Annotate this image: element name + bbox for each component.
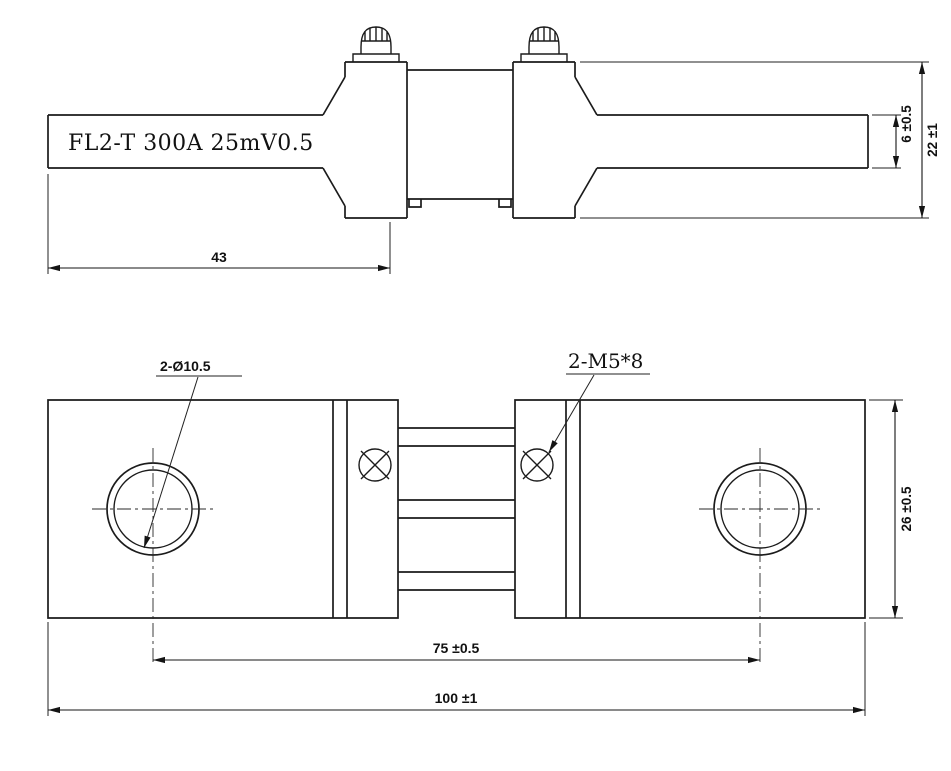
right-screw-plan-icon <box>520 448 554 482</box>
holes-callout-leader <box>143 376 199 549</box>
left-screw-circle <box>358 448 392 482</box>
plan-view-outline <box>47 399 866 619</box>
part-label: FL2-T 300A 25mV0.5 <box>68 131 314 156</box>
holes-callout: 2-Ø10.5 <box>143 358 242 549</box>
left-hole-centerlines <box>92 448 214 666</box>
screws-callout: 2-M5*8 <box>548 349 650 453</box>
screws-callout-leader <box>548 374 595 453</box>
dim-text-tab-length: 43 <box>211 249 227 265</box>
holes-callout-text: 2-Ø10.5 <box>160 358 211 374</box>
left-screw-cross <box>360 450 390 480</box>
side-view-dimensions: 6 ±0.5 22 ±1 43 <box>47 61 940 274</box>
dim-text-height: 22 ±1 <box>925 123 940 157</box>
plan-view: 2-Ø10.5 2-M5*8 26 ±0.5 75 ±0.5 100 ±1 <box>47 349 914 716</box>
side-extension-lines <box>47 61 929 274</box>
screws-callout-text: 2-M5*8 <box>568 349 643 373</box>
side-view-outline <box>47 61 869 219</box>
plan-view-dimensions: 26 ±0.5 75 ±0.5 100 ±1 <box>47 399 914 716</box>
dim-text-overall-length: 100 ±1 <box>435 690 478 706</box>
right-hole-centerlines <box>699 448 821 666</box>
right-screw-circle <box>520 448 554 482</box>
left-screw-side-icon <box>352 26 400 62</box>
side-view: FL2-T 300A 25mV0.5 6 ±0.5 22 ±1 43 <box>47 26 940 274</box>
dim-text-hole-spacing: 75 ±0.5 <box>433 640 480 656</box>
left-screw-plan-icon <box>358 448 392 482</box>
plan-extension-lines <box>47 399 903 716</box>
right-screw-cross <box>522 450 552 480</box>
dim-text-thickness: 6 ±0.5 <box>899 105 914 143</box>
right-screw-side-icon <box>520 26 568 62</box>
dim-text-body-width: 26 ±0.5 <box>899 486 914 531</box>
